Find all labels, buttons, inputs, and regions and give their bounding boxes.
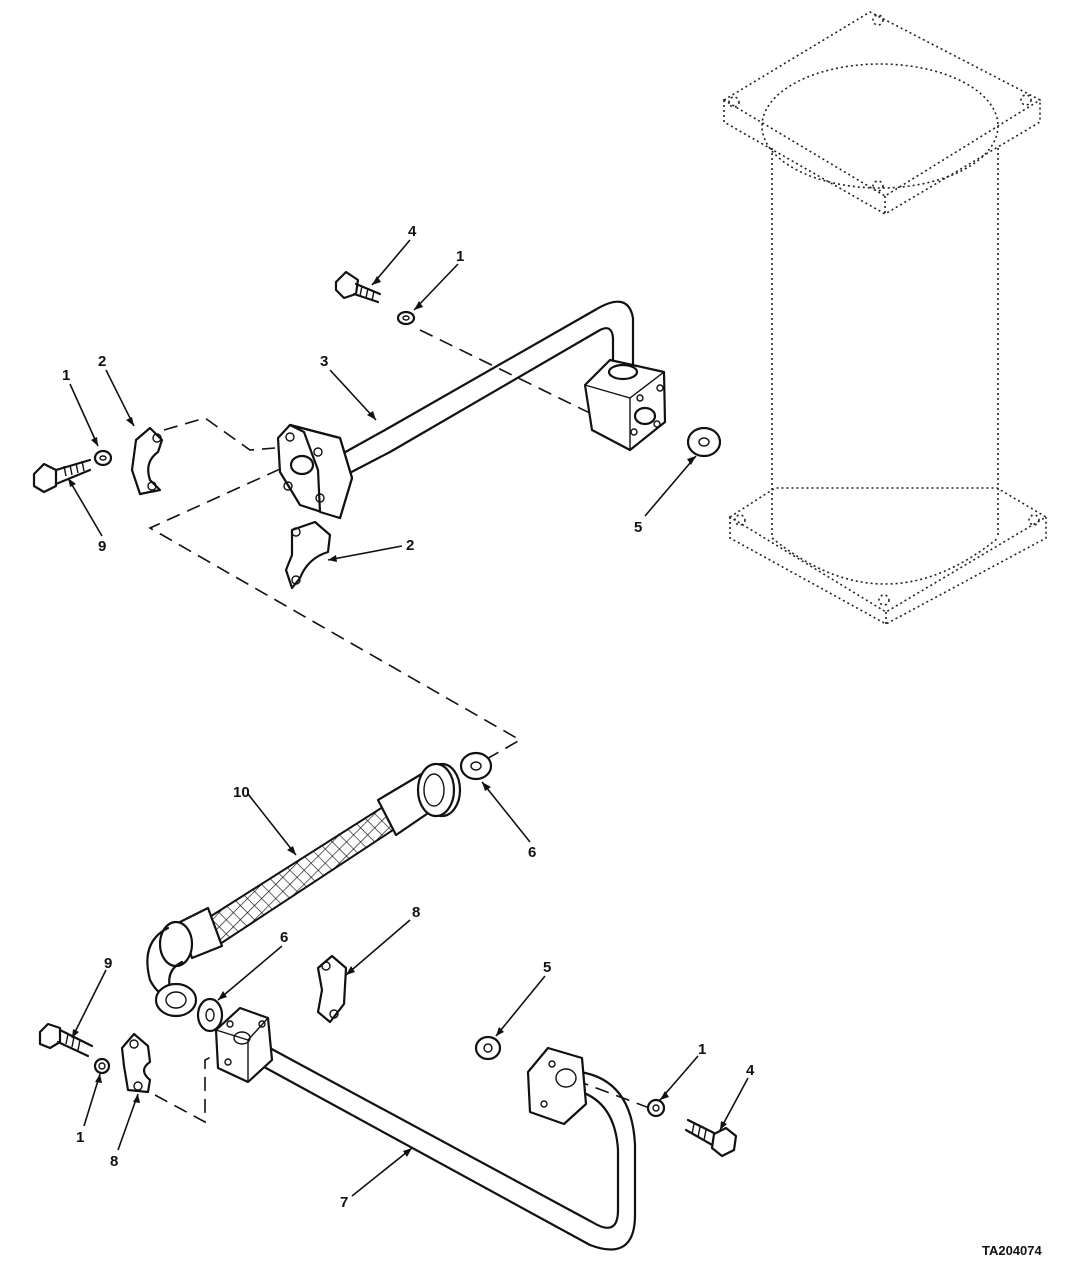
callout-leaders [67, 239, 749, 1197]
callout-7: 7 [340, 1194, 348, 1211]
tube-assembly-lower [214, 1006, 637, 1251]
callout-1-top: 1 [456, 248, 464, 265]
callout-2-left: 2 [98, 353, 106, 370]
callout-5-top: 5 [634, 519, 642, 536]
callout-8-top: 8 [412, 904, 420, 921]
callout-numbers: 4 1 3 2 1 9 5 2 10 6 8 6 5 9 1 8 1 4 7 [62, 223, 755, 1211]
drawing-code: TA204074 [982, 1243, 1043, 1258]
lock-washer-lower-left [93, 1057, 111, 1075]
callout-1-left: 1 [62, 367, 70, 384]
callout-1-bottom-left: 1 [76, 1129, 84, 1146]
callout-2-middle: 2 [406, 537, 414, 554]
clamp-half-lower-middle [316, 954, 348, 1024]
callout-4-top: 4 [408, 223, 417, 240]
tube-assembly-upper [276, 300, 667, 520]
bolt-upper-left [32, 458, 92, 494]
washer-hose-left [196, 997, 224, 1033]
callout-6-left: 6 [280, 929, 288, 946]
callout-8-bottom: 8 [110, 1153, 118, 1170]
lock-washer-upper-left [93, 449, 113, 467]
callout-1-bottom-right: 1 [698, 1041, 706, 1058]
bolt-lower-left [38, 1022, 94, 1058]
clamp-half-upper-left [130, 426, 164, 496]
lock-washer-upper [396, 310, 416, 326]
lock-washer-lower-right [646, 1098, 666, 1118]
bolt-lower-right [684, 1118, 738, 1158]
filter-housing [722, 11, 1048, 625]
callout-6-right: 6 [528, 844, 536, 861]
washer-upper-right [686, 426, 722, 458]
callout-4-bottom: 4 [746, 1062, 755, 1079]
alignment-lines [148, 329, 661, 1124]
callout-10: 10 [233, 784, 250, 801]
braided-hose [146, 762, 462, 1018]
washer-lower-middle [474, 1035, 502, 1061]
callout-9-bottom: 9 [104, 955, 112, 972]
clamp-half-lower-left [120, 1032, 152, 1094]
bolt-upper [334, 270, 382, 304]
callout-5-bottom: 5 [543, 959, 551, 976]
callout-3: 3 [320, 353, 328, 370]
callout-9-top: 9 [98, 538, 106, 555]
clamp-half-middle [284, 520, 332, 590]
washer-hose-right [459, 751, 493, 781]
